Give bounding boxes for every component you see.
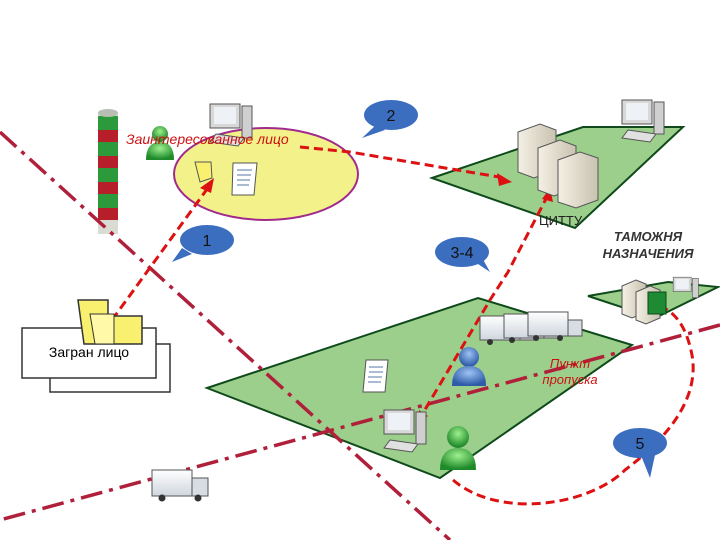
document-icon [194,161,258,196]
border-line [0,130,452,540]
callout-step-1: 1 [172,225,234,262]
destination-customs-label-line: НАЗНАЧЕНИЯ [602,246,694,261]
checkpoint-label-line: пропуска [542,372,598,387]
callout-step-2: 2 [362,100,418,138]
callout-label: 5 [636,436,645,453]
checkpoint-label: Пункт пропуска [532,356,608,388]
server-icon [517,123,599,209]
document-label: Загран лицо [49,344,129,360]
computer-icon [209,103,253,147]
callout-step-5: 5 [613,428,667,478]
document-stack: Загран лицо [21,299,171,393]
arrowhead [200,178,214,193]
checkpoint-label-line: Пункт [549,356,591,371]
border-post-icon [98,109,118,234]
callout-label: 1 [203,233,212,250]
truck-icon [151,469,209,502]
authorized-person-label: Заинтересованное лицо [126,131,289,147]
computer-icon [621,99,665,143]
cittu-label: ЦИТТУ [539,213,583,228]
truck-icon [479,311,583,345]
authorized-person-ellipse [173,127,359,221]
computer-icon [383,409,427,453]
destination-customs-label-line: ТАМОЖНЯ [613,229,683,244]
flow-arrow-step-3-4 [418,194,550,419]
flow-arrow-step-2 [299,145,506,180]
declaration-document-icon [362,359,389,393]
computer-icon [672,276,699,298]
person-green-icon [440,426,476,470]
callout-label: 3-4 [450,245,473,262]
callout-label: 2 [387,108,396,125]
person-green-icon [146,126,174,160]
destination-customs-label: ТАМОЖНЯ НАЗНАЧЕНИЯ [600,228,696,262]
callout-step-3-4: 3-4 [435,237,490,272]
checkpoint-zone [204,296,635,480]
arrowhead [497,173,512,186]
server-icon [621,279,667,325]
border-line [0,323,720,522]
person-blue-icon [452,347,486,386]
